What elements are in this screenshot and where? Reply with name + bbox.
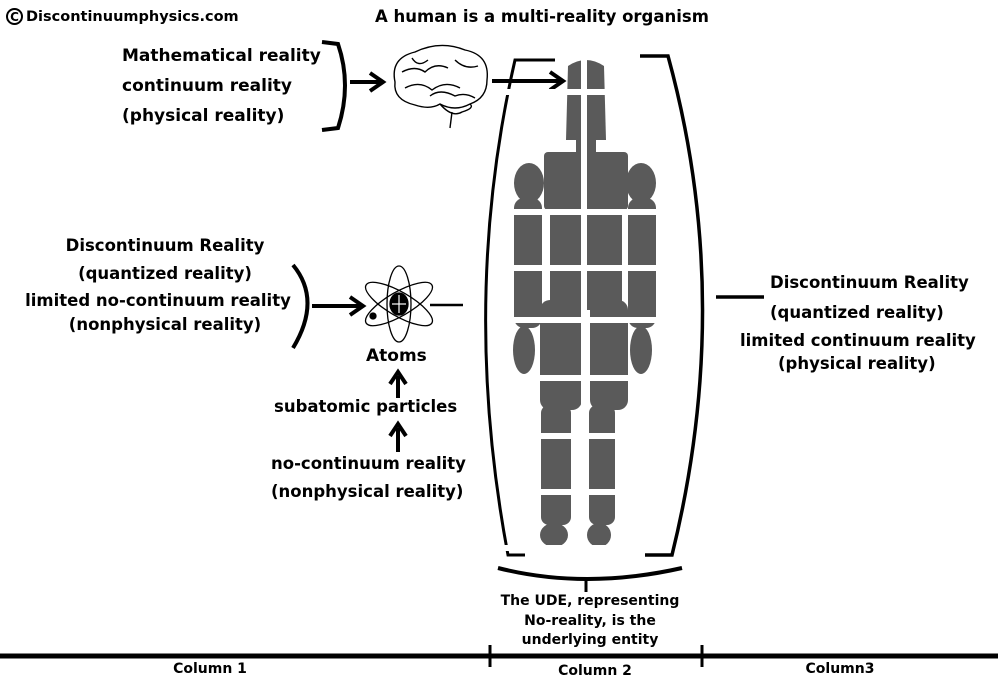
column-1-label: Column 1 — [173, 661, 247, 677]
middle-left-line-3: limited no-continuum reality — [25, 291, 291, 310]
middle-left-line-4: (nonphysical reality) — [68, 315, 262, 334]
upper-left-line-3: (physical reality) — [122, 106, 285, 126]
arrow-subatomic-to-atoms — [388, 368, 408, 398]
arrow-to-atom — [312, 295, 367, 317]
ude-line-2: No-reality, is the — [524, 613, 656, 629]
upper-left-line-2: continuum reality — [122, 76, 292, 96]
atoms-label: Atoms — [366, 346, 427, 366]
right-line-3: limited continuum reality — [740, 331, 976, 350]
upper-left-bracket — [321, 40, 347, 132]
atom-icon — [364, 265, 434, 343]
brain-icon — [393, 44, 489, 129]
middle-left-line-2: (quantized reality) — [78, 264, 252, 283]
figure-left-bracket — [484, 58, 555, 557]
figure-grid-lines — [500, 55, 670, 560]
ude-line-3: underlying entity — [521, 632, 659, 648]
lower-left-line-1: no-continuum reality — [271, 454, 466, 473]
watermark-text: Discontinuumphysics.com — [26, 8, 239, 25]
right-line-1: Discontinuum Reality — [770, 273, 969, 292]
arrow-to-brain — [350, 71, 387, 93]
upper-left-line-1: Mathematical reality — [122, 46, 321, 66]
subatomic-label: subatomic particles — [274, 397, 458, 416]
lower-left-line-2: (nonphysical reality) — [271, 482, 464, 501]
middle-left-line-1: Discontinuum Reality — [65, 236, 265, 255]
column-2-label: Column 2 — [558, 663, 632, 679]
figure-right-bracket — [640, 54, 705, 557]
column-3-label: Column3 — [805, 661, 875, 677]
arrow-nocontinuum-to-subatomic — [388, 420, 408, 452]
copyright-icon: C — [6, 8, 23, 25]
ude-line-1: The UDE, representing — [500, 593, 680, 609]
copyright-watermark: C Discontinuumphysics.com — [6, 8, 239, 25]
diagram-title: A human is a multi-reality organism — [375, 7, 709, 26]
right-line-4: (physical reality) — [778, 354, 936, 373]
arrow-to-head — [492, 70, 567, 92]
middle-left-bracket — [291, 263, 310, 350]
ude-bracket — [497, 566, 683, 581]
right-line-2: (quantized reality) — [770, 303, 944, 322]
